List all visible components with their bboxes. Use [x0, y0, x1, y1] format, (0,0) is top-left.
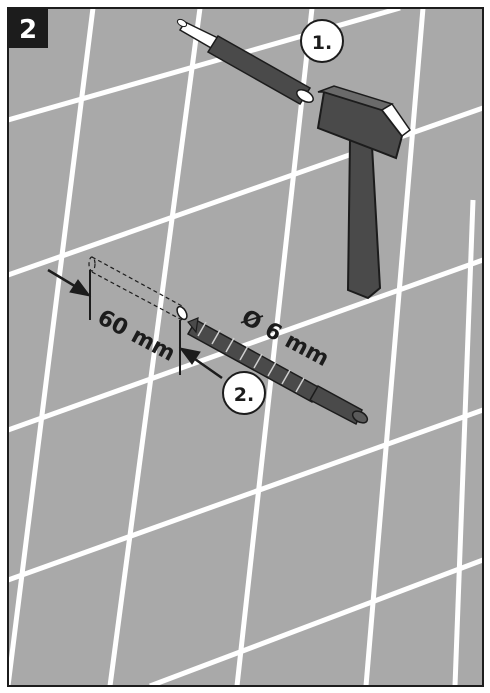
step-2-label: 2. — [234, 384, 254, 406]
drill-hole-outline — [88, 256, 183, 321]
step-number: 2 — [19, 15, 37, 45]
step-1-label: 1. — [312, 32, 332, 54]
center-punch-icon — [176, 18, 314, 106]
step-1-marker: 1. — [300, 19, 344, 63]
depth-dimension — [47, 268, 223, 380]
tile-grout-lines — [8, 8, 483, 686]
drill-bit-icon — [186, 317, 369, 426]
figure-frame — [7, 7, 484, 687]
step-2-marker: 2. — [222, 371, 266, 415]
hammer-icon — [316, 85, 412, 300]
step-number-badge: 2 — [8, 8, 48, 48]
drill-hole-mark — [176, 305, 188, 321]
